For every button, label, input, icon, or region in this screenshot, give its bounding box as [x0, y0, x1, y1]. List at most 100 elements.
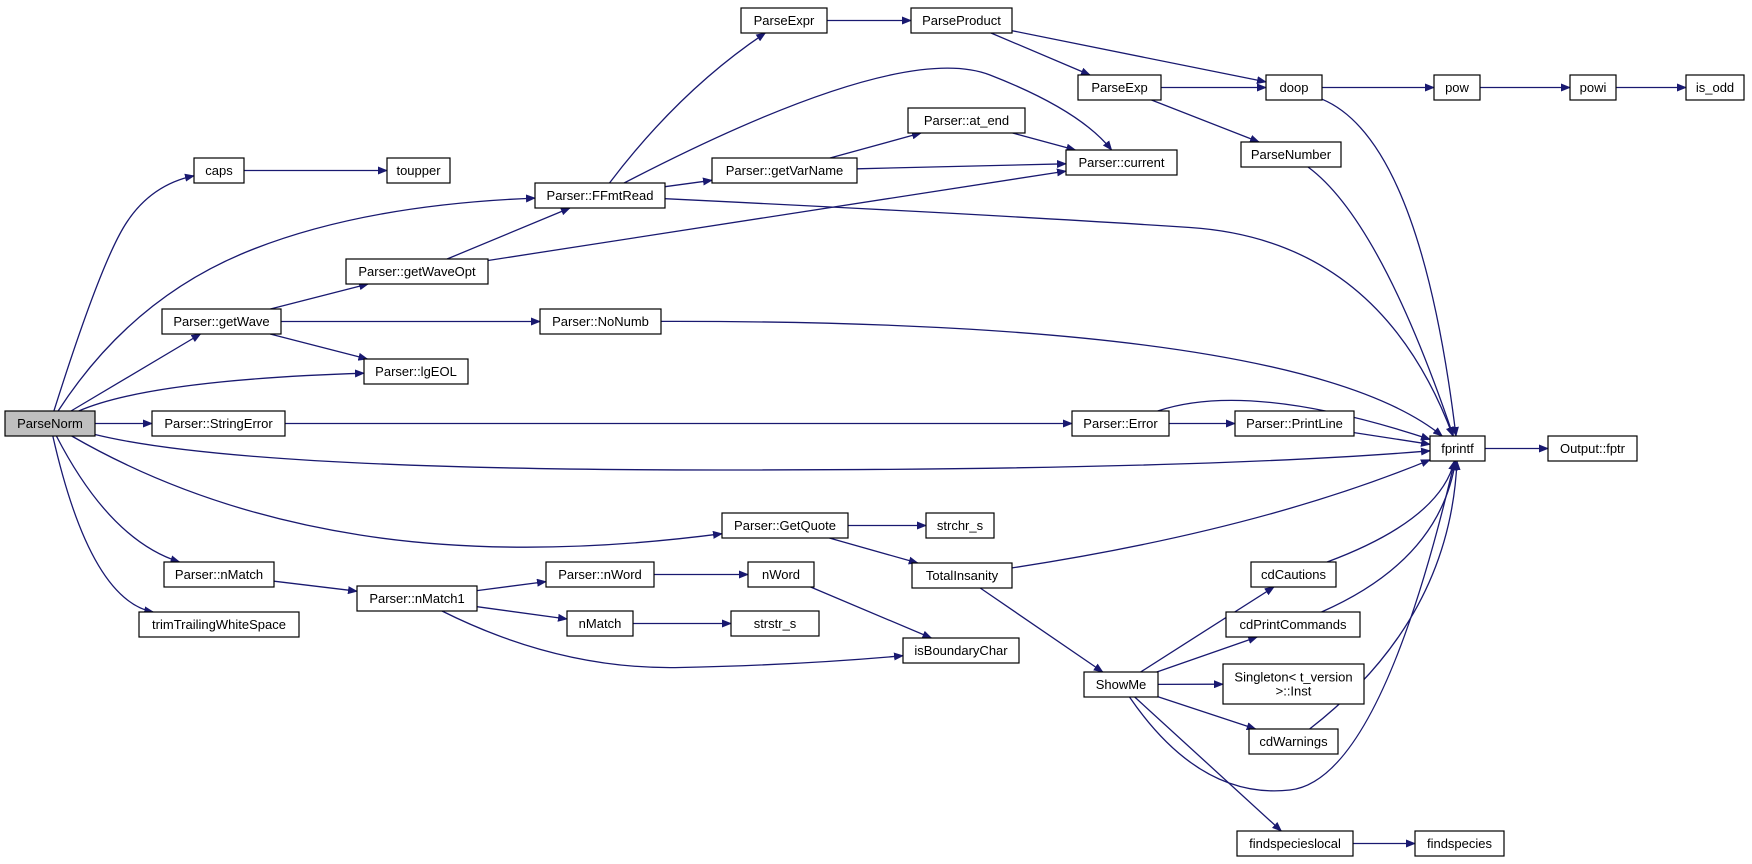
- node-box[interactable]: [1240, 141, 1342, 168]
- node-box[interactable]: [193, 157, 245, 184]
- node-box[interactable]: [911, 562, 1013, 589]
- node-box[interactable]: [566, 610, 634, 637]
- node-box[interactable]: [1685, 74, 1745, 101]
- node-nWord[interactable]: nWord: [747, 561, 815, 588]
- node-SingletonInst[interactable]: Singleton< t_version>::Inst: [1222, 663, 1365, 705]
- node-box[interactable]: [925, 512, 995, 539]
- node-nMatch1[interactable]: Parser::nMatch1: [356, 585, 478, 612]
- node-Error[interactable]: Parser::Error: [1071, 410, 1170, 437]
- node-box[interactable]: [1234, 410, 1355, 437]
- node-box[interactable]: [1065, 149, 1178, 176]
- node-label: strchr_s: [937, 518, 984, 533]
- node-box[interactable]: [1083, 671, 1159, 698]
- node-box[interactable]: [1250, 561, 1337, 588]
- node-GetQuote[interactable]: Parser::GetQuote: [721, 512, 849, 539]
- node-label: Output::fptr: [1560, 441, 1626, 456]
- node-toupper[interactable]: toupper: [386, 157, 451, 184]
- node-powi[interactable]: powi: [1569, 74, 1617, 101]
- node-label: cdCautions: [1261, 567, 1327, 582]
- node-box[interactable]: [386, 157, 451, 184]
- node-box[interactable]: [539, 308, 662, 335]
- edge-TotalInsanity-to-ShowMe: [979, 587, 1104, 673]
- node-box[interactable]: [345, 258, 489, 285]
- edge-getVarName-to-current: [856, 160, 1067, 170]
- edge-ShowMe-to-cdPrintCommands: [1156, 636, 1259, 673]
- node-nWordP[interactable]: Parser::nWord: [545, 561, 655, 588]
- node-box[interactable]: [1414, 830, 1505, 857]
- edge-doop-to-fprintf: [1321, 98, 1459, 437]
- node-getVarName[interactable]: Parser::getVarName: [711, 157, 858, 184]
- node-ParseExpr[interactable]: ParseExpr: [740, 7, 828, 34]
- node-box[interactable]: [163, 561, 275, 588]
- node-strchr_s[interactable]: strchr_s: [925, 512, 995, 539]
- node-cdCautions[interactable]: cdCautions: [1250, 561, 1337, 588]
- node-cdWarnings[interactable]: cdWarnings: [1248, 728, 1339, 755]
- node-current[interactable]: Parser::current: [1065, 149, 1178, 176]
- node-nMatchP[interactable]: Parser::nMatch: [163, 561, 275, 588]
- node-box[interactable]: [711, 157, 858, 184]
- edge-ParseNorm-to-getWave: [70, 333, 202, 412]
- node-isBoundaryChar[interactable]: isBoundaryChar: [902, 637, 1020, 664]
- node-PrintLine[interactable]: Parser::PrintLine: [1234, 410, 1355, 437]
- edge-PrintLine-to-fprintf: [1353, 431, 1431, 447]
- node-box[interactable]: [747, 561, 815, 588]
- node-box[interactable]: [1547, 435, 1638, 462]
- node-trimTrailingWhiteSpace[interactable]: trimTrailingWhiteSpace: [138, 611, 300, 638]
- node-box[interactable]: [1071, 410, 1170, 437]
- node-getWave[interactable]: Parser::getWave: [161, 308, 282, 335]
- node-ParseNumber[interactable]: ParseNumber: [1240, 141, 1342, 168]
- node-strstr_s[interactable]: strstr_s: [730, 610, 820, 637]
- node-fptr[interactable]: Output::fptr: [1547, 435, 1638, 462]
- node-box[interactable]: [1248, 728, 1339, 755]
- node-box[interactable]: [1222, 663, 1365, 705]
- edge-getWave-to-IgEOL: [269, 333, 369, 361]
- node-box[interactable]: [721, 512, 849, 539]
- node-box[interactable]: [4, 410, 96, 437]
- node-ShowMe[interactable]: ShowMe: [1083, 671, 1159, 698]
- node-box[interactable]: [740, 7, 828, 34]
- node-ParseProduct[interactable]: ParseProduct: [910, 7, 1013, 34]
- node-box[interactable]: [907, 107, 1026, 134]
- node-is_odd[interactable]: is_odd: [1685, 74, 1745, 101]
- edge-cdCautions-to-fprintf: [1326, 460, 1457, 563]
- node-box[interactable]: [1236, 830, 1354, 857]
- node-box[interactable]: [1569, 74, 1617, 101]
- node-FFmtRead[interactable]: Parser::FFmtRead: [534, 182, 666, 209]
- node-findspecies[interactable]: findspecies: [1414, 830, 1505, 857]
- node-StringError[interactable]: Parser::StringError: [151, 410, 286, 437]
- edge-NoNumb-to-fprintf: [660, 320, 1443, 437]
- node-label: Parser::at_end: [924, 113, 1009, 128]
- node-NoNumb[interactable]: Parser::NoNumb: [539, 308, 662, 335]
- node-box[interactable]: [1433, 74, 1481, 101]
- node-fprintf[interactable]: fprintf: [1429, 435, 1486, 462]
- node-findspecieslocal[interactable]: findspecieslocal: [1236, 830, 1354, 857]
- node-box[interactable]: [902, 637, 1020, 664]
- node-at_end[interactable]: Parser::at_end: [907, 107, 1026, 134]
- node-box[interactable]: [545, 561, 655, 588]
- node-ParseExp[interactable]: ParseExp: [1077, 74, 1162, 101]
- node-box[interactable]: [363, 358, 469, 385]
- node-ParseNorm[interactable]: ParseNorm: [4, 410, 96, 437]
- node-nMatch[interactable]: nMatch: [566, 610, 634, 637]
- node-getWaveOpt[interactable]: Parser::getWaveOpt: [345, 258, 489, 285]
- node-box[interactable]: [730, 610, 820, 637]
- node-box[interactable]: [1077, 74, 1162, 101]
- node-box[interactable]: [151, 410, 286, 437]
- node-box[interactable]: [138, 611, 300, 638]
- node-box[interactable]: [1429, 435, 1486, 462]
- node-IgEOL[interactable]: Parser::lgEOL: [363, 358, 469, 385]
- node-box[interactable]: [1225, 611, 1361, 638]
- node-label: Parser::FFmtRead: [547, 188, 654, 203]
- node-doop[interactable]: doop: [1265, 74, 1323, 101]
- edge-layer: [52, 16, 1687, 848]
- node-box[interactable]: [1265, 74, 1323, 101]
- node-pow[interactable]: pow: [1433, 74, 1481, 101]
- node-caps[interactable]: caps: [193, 157, 245, 184]
- node-cdPrintCommands[interactable]: cdPrintCommands: [1225, 611, 1361, 638]
- node-TotalInsanity[interactable]: TotalInsanity: [911, 562, 1013, 589]
- node-box[interactable]: [910, 7, 1013, 34]
- node-box[interactable]: [356, 585, 478, 612]
- node-box[interactable]: [534, 182, 666, 209]
- node-box[interactable]: [161, 308, 282, 335]
